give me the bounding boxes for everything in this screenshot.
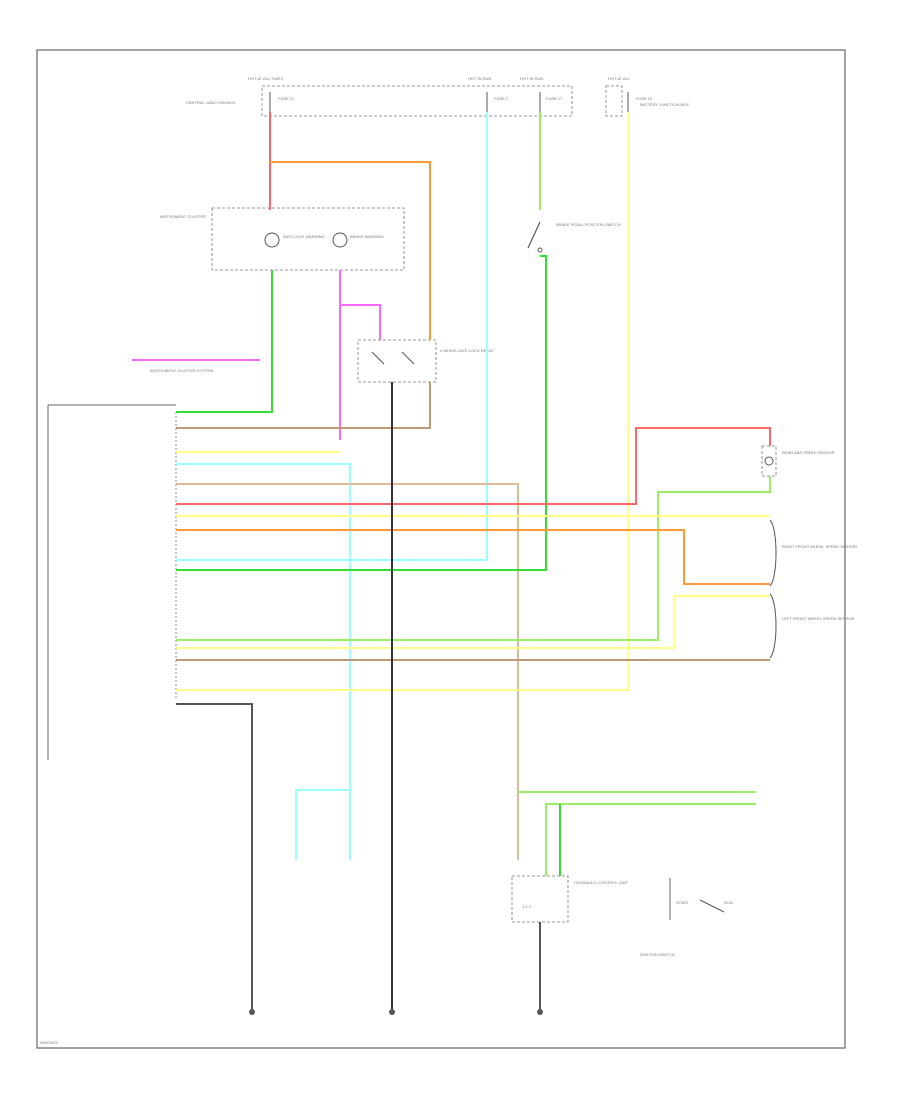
svg-text:1 2 3: 1 2 3 — [522, 904, 532, 909]
cluster-system-label: INSTRUMENT CLUSTER SYSTEM — [150, 368, 214, 373]
svg-text:FUSE 12: FUSE 12 — [636, 96, 653, 101]
svg-text:ANTI-LOCK WARNING: ANTI-LOCK WARNING — [283, 234, 325, 239]
svg-text:REAR ABS SPEED SENSOR: REAR ABS SPEED SENSOR — [782, 450, 835, 455]
svg-text:HYDRAULIC CONTROL UNIT: HYDRAULIC CONTROL UNIT — [574, 880, 629, 885]
ground-symbol-right — [537, 1009, 543, 1015]
rear-abs-sensor: REAR ABS SPEED SENSOR — [761, 445, 835, 477]
wire-tan-pin7 — [176, 483, 519, 860]
wire-green-bpp — [176, 255, 547, 571]
wire-orange-rf — [176, 529, 770, 585]
footer-code: W9X0003 — [40, 1040, 58, 1045]
cluster-label: INSTRUMENT CLUSTER — [160, 214, 206, 219]
svg-text:HOT AT ALL: HOT AT ALL — [608, 76, 631, 81]
svg-text:HOT AT ALL TIMES: HOT AT ALL TIMES — [248, 76, 283, 81]
wire-red-rear-sensor — [176, 427, 771, 505]
svg-text:LEFT FRONT WHEEL SPEED SENSOR: LEFT FRONT WHEEL SPEED SENSOR — [782, 616, 854, 621]
wire-brown-pin2 — [176, 382, 431, 429]
ground-symbol-center — [389, 1009, 395, 1015]
svg-text:BRAKE WARNING: BRAKE WARNING — [350, 234, 384, 239]
instrument-cluster: INSTRUMENT CLUSTER ANTI-LOCK WARNING BRA… — [160, 207, 405, 271]
svg-text:HOT IN RUN: HOT IN RUN — [468, 76, 491, 81]
svg-text:FUSE 17: FUSE 17 — [546, 96, 563, 101]
wire-yellow-lf — [176, 595, 770, 649]
wire-orange-relay-feed — [270, 161, 431, 340]
svg-text:FUSE 11: FUSE 11 — [278, 96, 295, 101]
wire-green-rear-sensor — [176, 476, 771, 641]
ignition-switch-label: IGNITION SWITCH — [640, 952, 675, 957]
connector-pin-stack — [47, 404, 177, 760]
wire-cyan-pin5 — [176, 463, 351, 860]
wire-green-cluster — [176, 270, 273, 413]
diagram-frame — [36, 49, 846, 1049]
right-front-sensor: RIGHT FRONT WHEEL SPEED SENSOR — [769, 519, 857, 587]
svg-text:FUSE 2: FUSE 2 — [494, 96, 509, 101]
svg-text:RIGHT FRONT WHEEL SPEED SENSOR: RIGHT FRONT WHEEL SPEED SENSOR — [782, 544, 857, 549]
wire-green-hcu-2 — [545, 803, 756, 876]
hcu-module: 1 2 3 HYDRAULIC CONTROL UNIT — [511, 875, 629, 923]
wire-black-module-ground — [176, 703, 253, 1010]
wire-cyan-dls — [295, 789, 350, 860]
abs-relay: 4 WHEEL ANTI-LOCK RELAY — [357, 339, 494, 383]
wire-pink-relay — [339, 270, 381, 340]
svg-text:4 WHEEL ANTI-LOCK RELAY: 4 WHEEL ANTI-LOCK RELAY — [440, 348, 494, 353]
svg-text:START: START — [676, 900, 689, 905]
svg-text:RUN: RUN — [724, 900, 733, 905]
ground-symbol-left — [249, 1009, 255, 1015]
brake-switch: BRAKE PEDAL POSITION SWITCH — [527, 221, 621, 253]
ignition-switch: START RUN IGNITION SWITCH — [640, 878, 733, 957]
svg-text:BATTERY JUNCTION BOX: BATTERY JUNCTION BOX — [640, 102, 689, 107]
svg-text:BRAKE PEDAL POSITION SWITCH: BRAKE PEDAL POSITION SWITCH — [556, 222, 621, 227]
wire-cyan-fuse2 — [176, 112, 488, 561]
fuse-panel: HOT AT ALL TIMES HOT IN RUN HOT IN RUN H… — [186, 76, 689, 117]
svg-text:CENTRAL JUNCTION BOX: CENTRAL JUNCTION BOX — [186, 100, 236, 105]
wire-yellow-fuse12 — [176, 112, 629, 691]
left-front-sensor: LEFT FRONT WHEEL SPEED SENSOR — [769, 593, 854, 659]
svg-text:HOT IN RUN: HOT IN RUN — [520, 76, 543, 81]
